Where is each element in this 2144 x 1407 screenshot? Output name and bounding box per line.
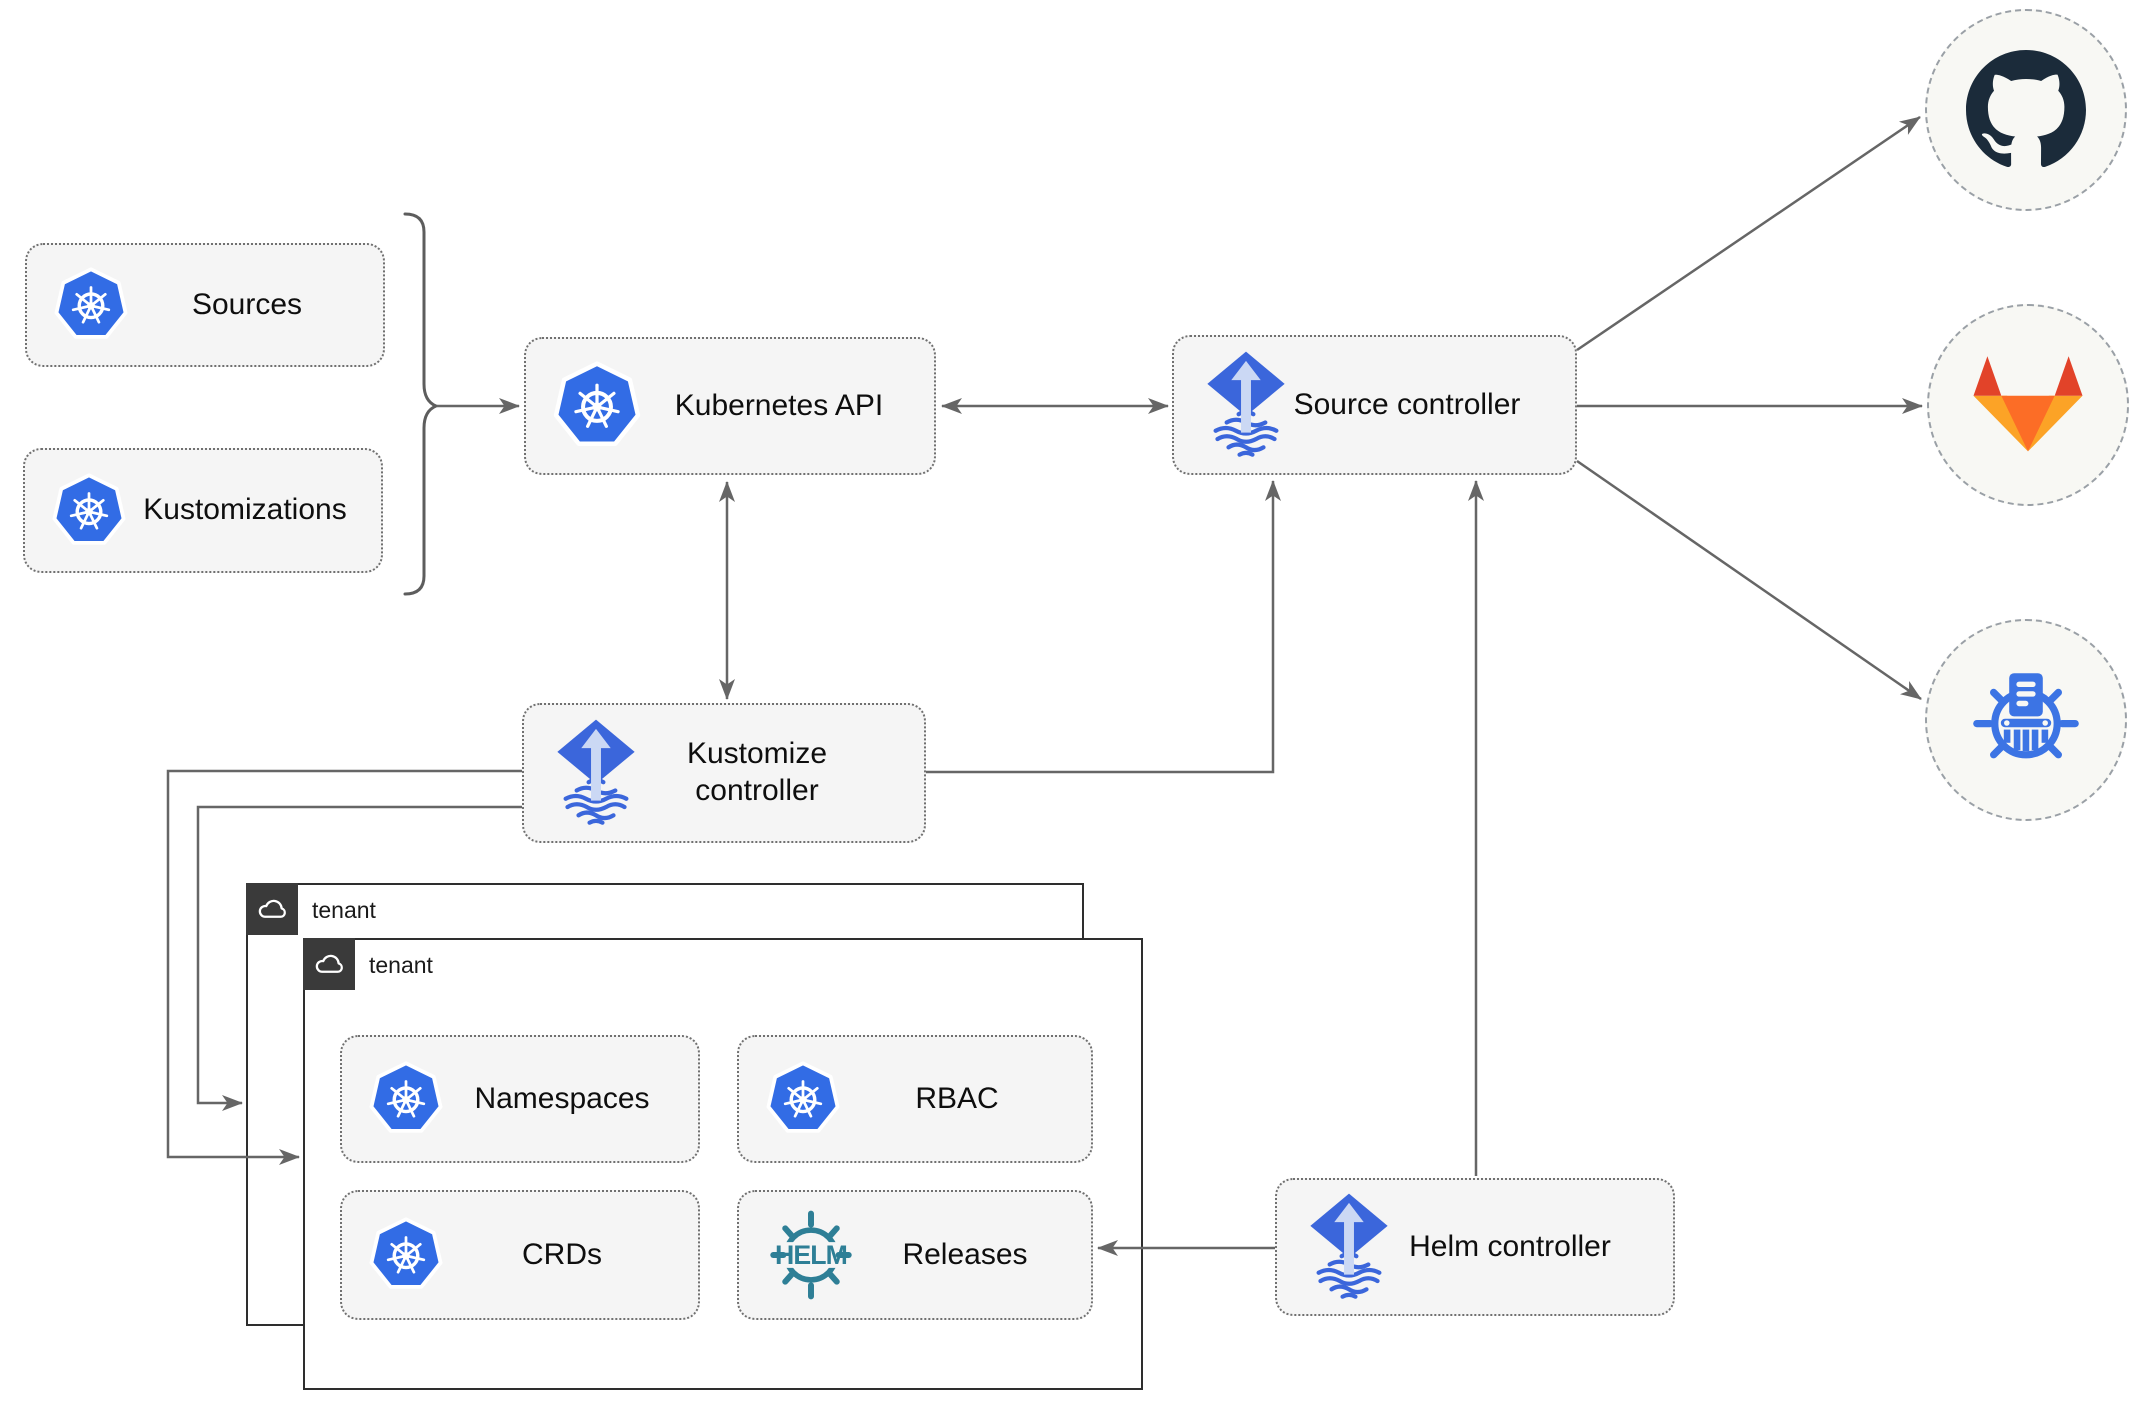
namespaces-label: Namespaces [474, 1081, 650, 1115]
kustomizations-node: Kustomizations [23, 448, 383, 573]
flux-icon [1303, 1190, 1395, 1304]
kubernetes-icon [765, 1061, 841, 1137]
harbor-icon [1966, 660, 2086, 780]
helm-controller-node: Helm controller [1275, 1178, 1675, 1316]
releases-label: Releases [902, 1237, 1028, 1271]
flux-icon [1200, 348, 1292, 462]
harbor-provider [1925, 619, 2127, 821]
tenant-label: tenant [312, 897, 376, 923]
kubernetes-icon [53, 267, 129, 343]
kubernetes-icon [368, 1061, 444, 1137]
sources-label: Sources [191, 287, 303, 321]
sources-node: Sources [25, 243, 385, 367]
rbac-label: RBAC [915, 1081, 999, 1115]
brace [403, 212, 440, 596]
kustomizations-label: Kustomizations [143, 493, 347, 527]
gitlab-icon [1970, 353, 2086, 457]
helm-controller-label: Helm controller [1409, 1229, 1611, 1263]
crds-node: CRDs [340, 1190, 700, 1320]
cloud-icon-glyph [255, 892, 289, 926]
tenant-label: tenant [369, 952, 433, 978]
rbac-node: RBAC [737, 1035, 1093, 1163]
gitlab-provider [1927, 304, 2129, 506]
helm-icon: HELM [765, 1209, 857, 1301]
tenant-box-front: tenant [303, 938, 1143, 1390]
cloud-icon [303, 938, 355, 990]
kubernetes-api-node: Kubernetes API [524, 337, 936, 475]
flux-icon [550, 716, 642, 830]
cloud-icon-glyph [312, 947, 346, 981]
github-icon [1966, 50, 2086, 170]
kubernetes-icon [368, 1217, 444, 1293]
source-controller-label: Source controller [1293, 387, 1521, 421]
kustomize-controller-label: Kustomize controller [686, 737, 828, 807]
namespaces-node: Namespaces [340, 1035, 700, 1163]
crds-label: CRDs [522, 1237, 602, 1271]
github-provider [1925, 9, 2127, 211]
cloud-icon [246, 883, 298, 935]
source-controller-node: Source controller [1172, 335, 1577, 475]
kubernetes-api-label: Kubernetes API [674, 388, 884, 422]
releases-node: HELM Releases [737, 1190, 1093, 1320]
kubernetes-icon [552, 361, 642, 451]
kubernetes-icon [51, 472, 127, 549]
kustomize-controller-node: Kustomize controller [522, 703, 926, 843]
svg-text:HELM: HELM [775, 1240, 847, 1270]
